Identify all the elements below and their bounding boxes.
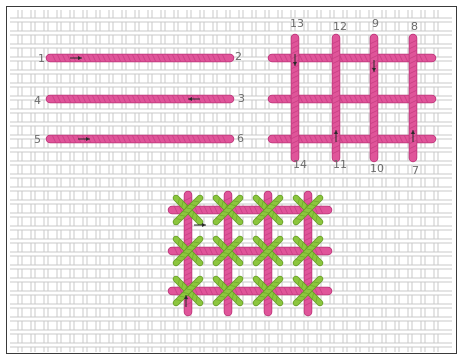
label-7: 7: [412, 164, 419, 177]
label-5: 5: [34, 133, 41, 146]
right-step-vertical-stitches: [272, 38, 432, 158]
label-6: 6: [237, 132, 244, 145]
label-9: 9: [372, 17, 379, 30]
label-13: 13: [290, 17, 304, 30]
label-1: 1: [38, 52, 45, 65]
vertical-stitch-3: [371, 38, 377, 158]
bottom-step-cross-stitches: [172, 195, 328, 312]
label-3: 3: [238, 92, 245, 105]
horizontal-stitch-2: [50, 96, 230, 102]
label-12: 12: [333, 20, 347, 33]
label-4: 4: [34, 94, 41, 107]
label-2: 2: [235, 50, 242, 63]
horizontal-stitch-3: [50, 136, 230, 142]
label-8: 8: [411, 20, 418, 33]
label-14: 14: [293, 158, 307, 171]
label-10: 10: [370, 162, 384, 175]
label-11: 11: [333, 158, 347, 171]
